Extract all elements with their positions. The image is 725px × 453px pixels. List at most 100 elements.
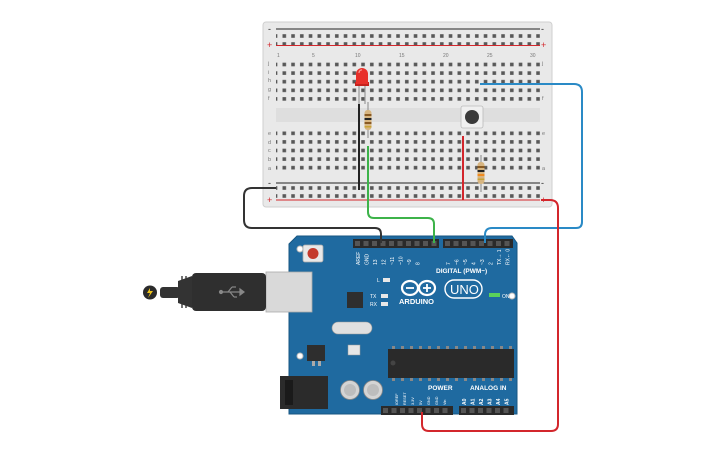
pin-label: IOREF (395, 393, 399, 405)
pin-label: 5V (419, 400, 423, 405)
pin-label: 4 (472, 262, 478, 265)
pin-label: A1 (471, 398, 477, 405)
lightning-icon (147, 288, 153, 298)
pin-label: ~6 (455, 259, 461, 265)
pin-label: 7 (446, 262, 452, 265)
column-numbers-top: 1 5 10 15 20 25 30 (277, 53, 536, 59)
pin-label: 2 (489, 262, 495, 265)
usb-cable[interactable] (143, 271, 313, 313)
usb-plug-strain-relief (178, 276, 192, 308)
atmega-chip (388, 349, 514, 378)
on-label: ON (502, 294, 510, 300)
crystal-oscillator (331, 321, 373, 335)
pin-label: 13 (373, 259, 379, 265)
digital-header-left[interactable] (353, 239, 439, 248)
column-number: 1 (277, 53, 280, 59)
power-on-led (489, 293, 500, 297)
pushbutton-cap[interactable] (465, 110, 479, 124)
green-wire-pin9[interactable] (367, 146, 435, 243)
pushbutton[interactable] (460, 105, 484, 129)
pin-label: Vin (443, 400, 447, 405)
resistor-band (364, 118, 372, 120)
jack-opening (285, 380, 293, 405)
bottom-header-pins (383, 408, 509, 413)
pin-label: ~3 (480, 259, 486, 265)
row-letter: j (267, 61, 269, 67)
row-letter: a (542, 166, 546, 172)
rail-minus-label: - (268, 24, 271, 34)
pin-label: ~10 (399, 256, 405, 265)
resistor-body (477, 162, 485, 184)
pin-label-aref: AREF (356, 252, 362, 265)
resistor-band (477, 166, 485, 168)
arduino-uno-board[interactable]: AREF GND 13 12 ~11 ~10 ~9 8 7 ~6 ~5 4 ~3… (280, 235, 518, 415)
pin-label: A4 (496, 398, 502, 405)
digital-header-pins (355, 241, 510, 246)
row-letter: e (268, 131, 271, 137)
row-letter: d (268, 140, 271, 146)
model-text: UNO (450, 282, 479, 297)
analog-header-title: ANALOG IN (470, 385, 507, 392)
column-number: 10 (355, 53, 361, 59)
row-letter: c (268, 148, 271, 154)
usb-b-socket (265, 271, 313, 313)
regulator-pin (312, 361, 315, 366)
arduino-logo: ARDUINO (399, 279, 437, 306)
reset-button[interactable] (307, 248, 319, 259)
column-number: 5 (312, 53, 315, 59)
red-led[interactable] (355, 68, 369, 104)
usb-cable-end (160, 287, 180, 298)
pin-label: A2 (479, 398, 485, 405)
rx-led (381, 302, 388, 306)
pin-label: A3 (488, 398, 494, 405)
terminal-strip-top[interactable] (276, 59, 540, 102)
rail-minus-label-bottom: - (268, 178, 271, 188)
blue-wire-pin2[interactable] (480, 83, 583, 243)
black-wire-gnd[interactable] (243, 187, 382, 243)
top-power-rail-holes[interactable] (276, 31, 540, 45)
rail-minus-label-right: - (541, 24, 544, 34)
pin-label: A0 (462, 398, 468, 405)
chip-pins (392, 346, 512, 381)
pin-label: 12 (382, 259, 388, 265)
led-dome (356, 68, 368, 84)
usb-interface-chip (347, 292, 363, 308)
center-channel (276, 108, 540, 122)
pin-label: 3.3V (411, 397, 415, 405)
breadboard[interactable]: - + - + 1 5 10 15 20 25 30 j i h g f e d… (262, 21, 553, 208)
uno-badge (444, 279, 483, 299)
analog-pin-labels: A0 A1 A2 A3 A4 A5 (462, 398, 511, 405)
digital-header-right[interactable] (443, 239, 513, 248)
logo-right-loop (417, 279, 437, 297)
resistor-2[interactable] (477, 155, 485, 192)
row-letters: j i h g f e d c b a j f e a (267, 61, 546, 172)
pin-label: GND (427, 396, 431, 405)
resistor-1[interactable] (364, 102, 372, 138)
resistor-band (477, 178, 485, 180)
red-wire-5v[interactable] (421, 199, 559, 432)
digital-pin-labels: AREF GND 13 12 ~11 ~10 ~9 8 7 ~6 ~5 4 ~3… (356, 249, 512, 265)
pin-label: TX→ 1 (497, 249, 503, 265)
pin-label: ~5 (463, 259, 469, 265)
terminal-strip-bottom[interactable] (276, 128, 540, 171)
pin-label: 8 (416, 262, 422, 265)
l-led-label: L (377, 278, 380, 284)
power-pin-labels: IOREF RESET 3.3V 5V GND GND Vin (395, 392, 447, 405)
resistor-band (364, 126, 372, 128)
rail-plus-label-right: + (541, 40, 546, 50)
bottom-power-rail-holes[interactable] (276, 185, 540, 199)
row-letter: f (268, 96, 270, 102)
pin-label: RX← 0 (506, 249, 512, 265)
pin-label-gnd: GND (365, 254, 371, 266)
brand-text: ARDUINO (399, 297, 434, 306)
column-number: 25 (487, 53, 493, 59)
row-letter: i (268, 70, 269, 76)
mounting-hole (296, 245, 304, 253)
led-highlight (358, 69, 363, 74)
column-number: 30 (530, 53, 536, 59)
row-letter: g (268, 87, 271, 93)
rail-minus-label-bottom-right: - (541, 178, 544, 188)
column-number: 15 (399, 53, 405, 59)
pin-label: ~9 (407, 259, 413, 265)
